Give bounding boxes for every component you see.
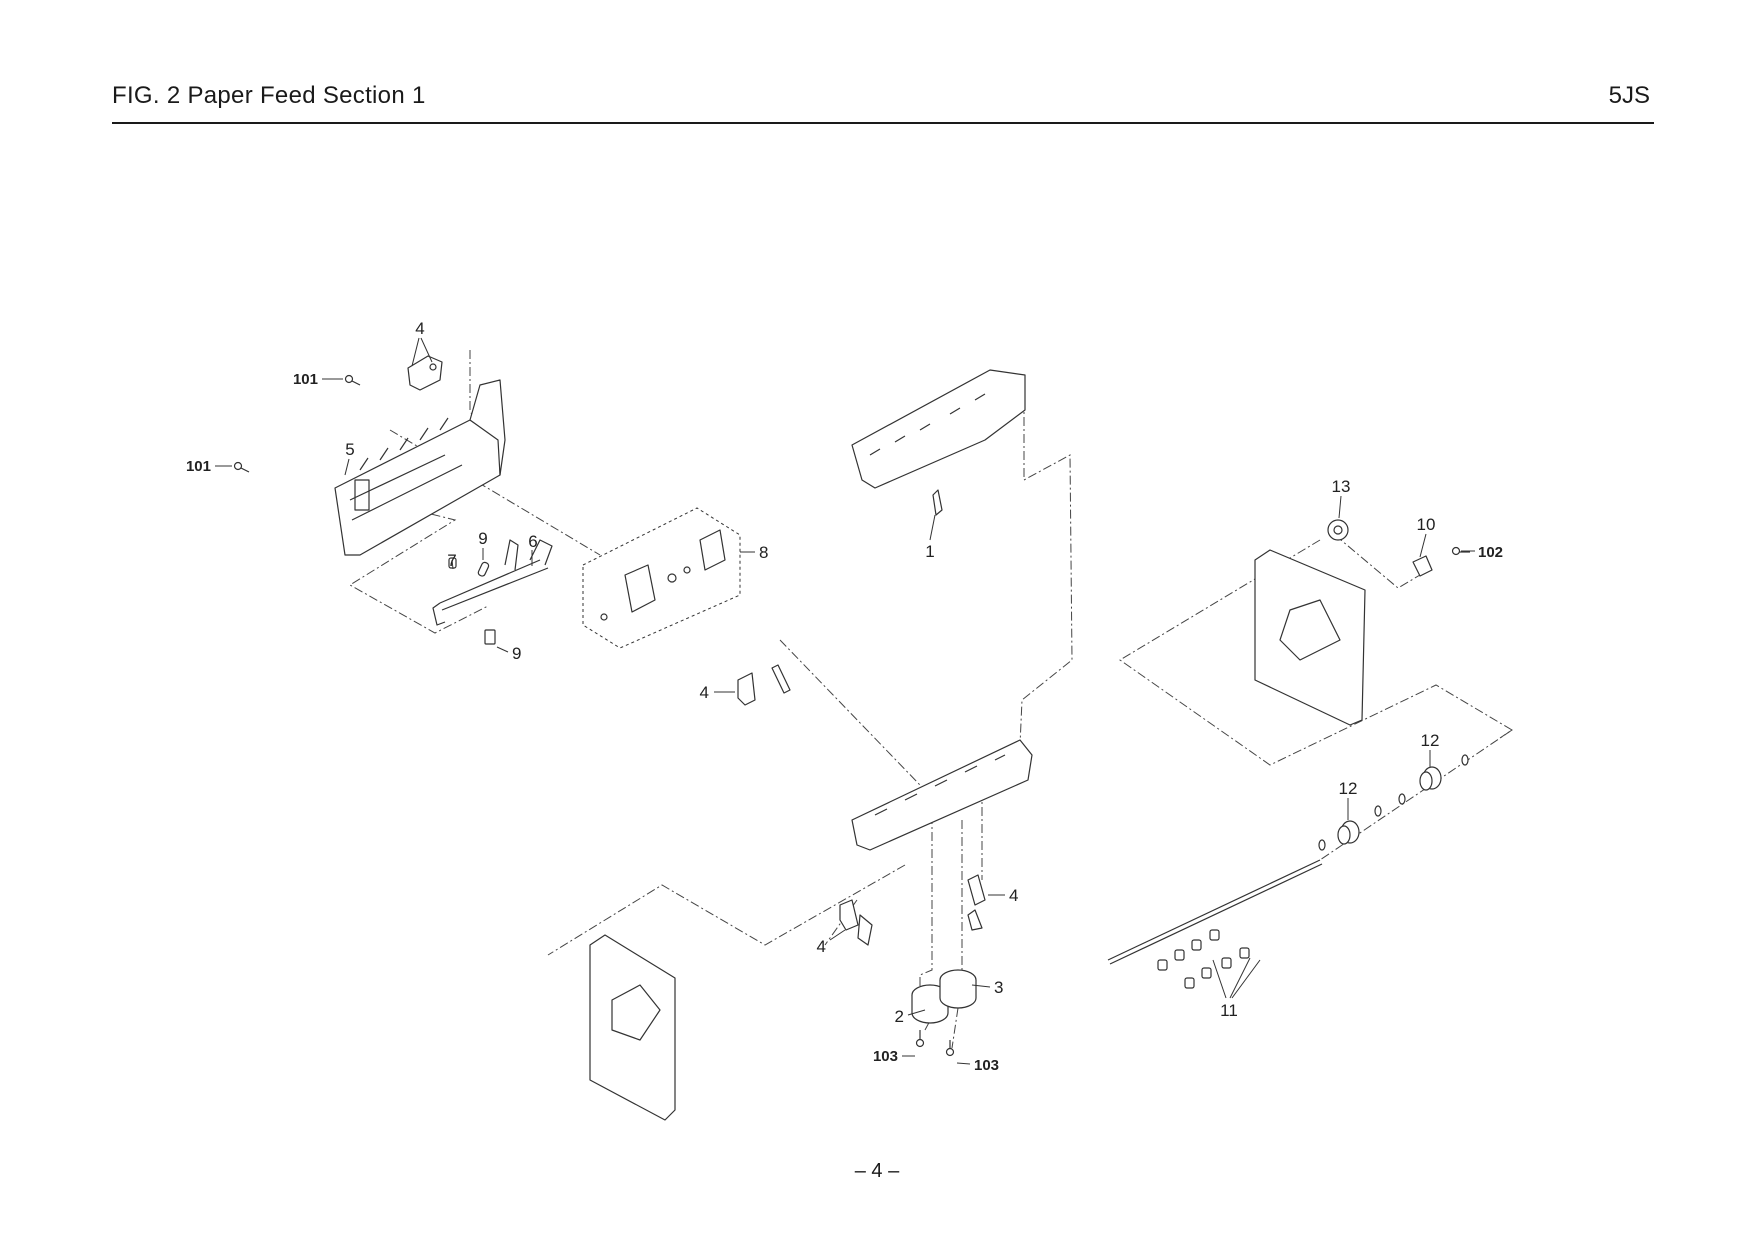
guide-line xyxy=(951,1007,959,1049)
guide-line xyxy=(547,864,906,956)
model-code: 5JS xyxy=(1608,82,1650,109)
bracket-assembly-8 xyxy=(600,529,726,621)
page-header: FIG. 2 Paper Feed Section 1 5JS xyxy=(112,80,1654,124)
callout-9: 9 xyxy=(512,644,521,663)
callout-4: 4 xyxy=(817,937,826,956)
callout-103: 103 xyxy=(873,1048,898,1065)
screw-103-right xyxy=(945,1040,955,1057)
collars-11 xyxy=(1157,929,1250,989)
sensor-actuator-4-lower-right xyxy=(967,874,986,931)
screw-101-left xyxy=(233,461,250,473)
subassembly-8-boundary xyxy=(582,507,741,649)
callout-13: 13 xyxy=(1332,477,1351,496)
guide-line xyxy=(1019,400,1073,746)
callout-103: 103 xyxy=(974,1057,999,1074)
callout-10: 10 xyxy=(1417,515,1436,534)
callout-4: 4 xyxy=(700,683,709,702)
callout-8: 8 xyxy=(759,543,768,562)
feed-shaft xyxy=(1107,859,1323,965)
callout-12: 12 xyxy=(1339,779,1358,798)
callout-4: 4 xyxy=(415,319,424,338)
shaft-lever-6 xyxy=(432,539,553,626)
center-frame xyxy=(851,739,1033,851)
callout-101: 101 xyxy=(293,371,318,388)
callout-4: 4 xyxy=(1009,886,1018,905)
upper-guide-1 xyxy=(851,369,1026,516)
sensor-actuator-4-top xyxy=(407,355,443,391)
guide-line xyxy=(1119,539,1513,766)
callout-7: 7 xyxy=(447,551,456,570)
roller-12-left xyxy=(1337,820,1360,845)
callout-2: 2 xyxy=(895,1007,904,1026)
motor-2 xyxy=(911,984,949,1024)
callout-102: 102 xyxy=(1478,544,1503,561)
right-side-plate xyxy=(1254,549,1366,726)
guide-line xyxy=(779,639,921,786)
screw-101-top xyxy=(344,374,361,386)
callout-12: 12 xyxy=(1421,731,1440,750)
left-side-plate xyxy=(589,934,676,1121)
callout-9: 9 xyxy=(478,529,487,548)
retaining-clips xyxy=(1318,754,1469,851)
guide-line xyxy=(1334,534,1421,589)
callout-1: 1 xyxy=(925,542,934,561)
page-number: – 4 – xyxy=(854,1160,900,1182)
spring-9-upper xyxy=(477,561,490,577)
guide-line xyxy=(824,899,858,946)
motor-3 xyxy=(939,969,977,1009)
figure-title: FIG. 2 Paper Feed Section 1 xyxy=(112,82,426,109)
screw-103-left xyxy=(915,1030,925,1048)
callout-leaders xyxy=(215,337,1475,1065)
callout-11: 11 xyxy=(1220,1001,1238,1020)
paper-guide-frame-5 xyxy=(334,379,506,556)
callout-3: 3 xyxy=(994,978,1003,997)
callout-5: 5 xyxy=(345,440,354,459)
guide-line xyxy=(919,815,933,990)
sensor-actuator-4-lower-left xyxy=(839,899,873,946)
gear-13 xyxy=(1327,519,1349,541)
callout-6: 6 xyxy=(528,532,537,551)
sensor-actuator-4-mid xyxy=(737,664,791,706)
screw-102 xyxy=(1451,546,1470,556)
assembly-guide-lines xyxy=(349,350,1513,1049)
callout-101: 101 xyxy=(186,458,211,475)
pad-9-lower xyxy=(484,629,496,645)
roller-12-right xyxy=(1419,766,1442,791)
bushing-10 xyxy=(1412,555,1433,577)
header-rule xyxy=(112,122,1654,124)
callout-labels: 4 101 101 5 7 9 6 8 9 1 4 13 10 102 12 1… xyxy=(186,319,1503,1074)
